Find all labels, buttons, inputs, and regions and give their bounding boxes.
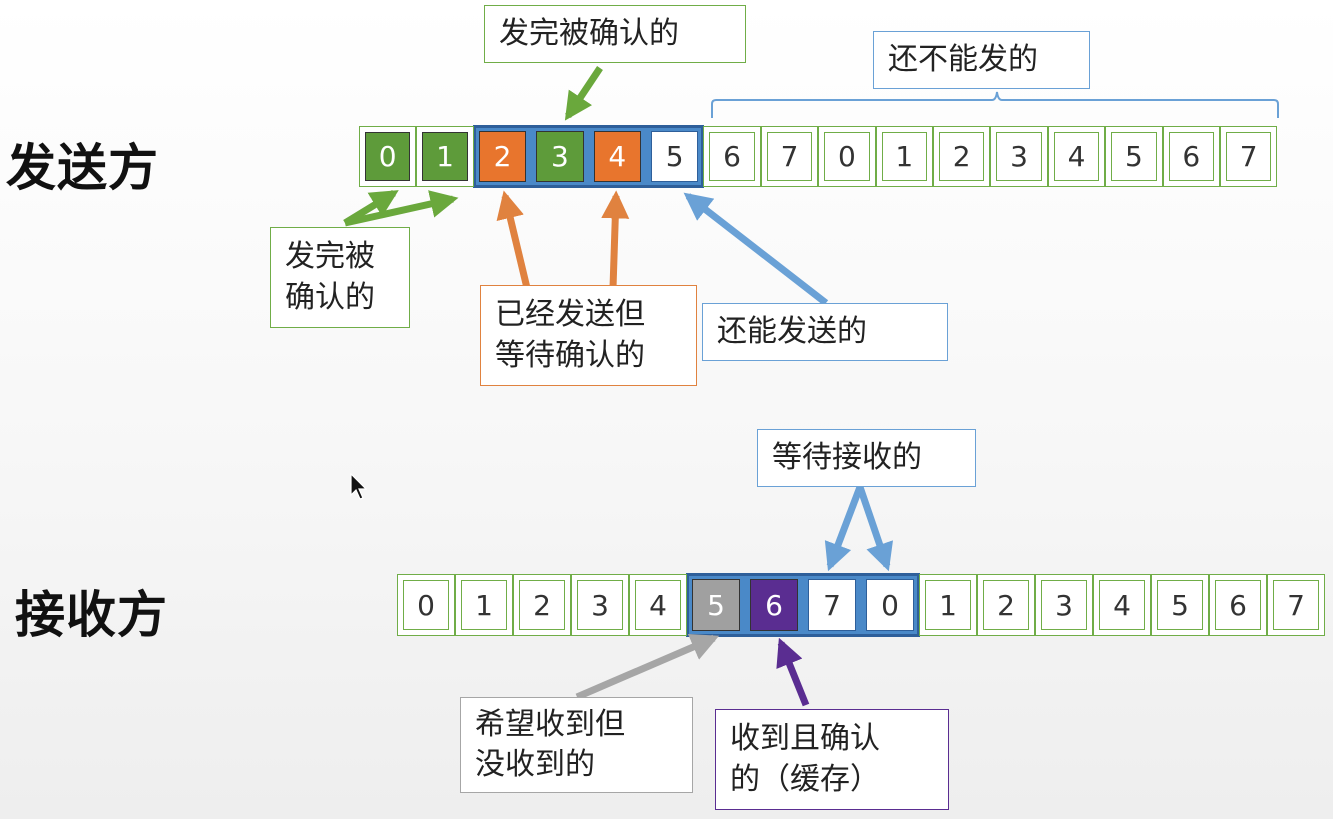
label-acked-left: 发完被 确认的 xyxy=(270,227,410,328)
label-can-send: 还能发送的 xyxy=(702,303,948,361)
receiver-cell-number: 4 xyxy=(1099,580,1145,630)
label-acked-top: 发完被确认的 xyxy=(484,5,746,63)
sender-cell: 0 xyxy=(359,126,417,187)
sender-cell-number: 0 xyxy=(824,132,870,181)
receiver-cell: 5 xyxy=(687,574,745,636)
receiver-cell: 7 xyxy=(803,574,861,636)
receiver-cell: 2 xyxy=(977,574,1035,636)
arrow-waiting-7 xyxy=(824,485,864,572)
receiver-cell-number: 7 xyxy=(1273,580,1319,630)
receiver-cell-number: 1 xyxy=(461,580,507,630)
sender-cell-number: 6 xyxy=(709,132,755,181)
receiver-cell: 6 xyxy=(1209,574,1267,636)
sender-cell-number: 7 xyxy=(1226,132,1272,181)
arrow-received-buffered xyxy=(776,637,810,707)
sender-cell-number: 2 xyxy=(478,131,527,182)
sender-cell: 4 xyxy=(589,126,646,187)
sender-cell-number: 3 xyxy=(996,132,1042,181)
receiver-cell-number: 3 xyxy=(1041,580,1087,630)
receiver-title: 接收方 xyxy=(15,586,168,644)
sender-cell: 3 xyxy=(990,126,1048,187)
sender-cell-number: 5 xyxy=(651,131,699,182)
label-sent-waiting: 已经发送但 等待确认的 xyxy=(480,285,697,386)
sender-cell: 3 xyxy=(531,126,588,187)
sender-cell: 4 xyxy=(1047,126,1106,187)
receiver-cell: 0 xyxy=(861,574,919,636)
receiver-cell: 5 xyxy=(1151,574,1209,636)
mouse-cursor-icon xyxy=(350,473,368,500)
sender-cell: 2 xyxy=(933,126,991,187)
receiver-cell: 4 xyxy=(1093,574,1151,636)
sender-cell: 7 xyxy=(760,126,819,187)
receiver-cell: 6 xyxy=(745,574,803,636)
sender-cell-number: 6 xyxy=(1168,132,1214,181)
receiver-cell: 3 xyxy=(571,574,629,636)
arrow-acked-top xyxy=(564,66,603,121)
sender-cell-number: 2 xyxy=(939,132,985,181)
sender-cell: 1 xyxy=(416,126,474,187)
receiver-cell-number: 0 xyxy=(866,579,914,631)
label-received-buffered: 收到且确认 的（缓存） xyxy=(715,709,949,810)
receiver-cell-number: 6 xyxy=(750,579,798,631)
not-sendable-brace xyxy=(711,91,1279,118)
arrow-sent-waiting-4 xyxy=(601,190,630,289)
receiver-cell-number: 7 xyxy=(808,579,856,631)
sender-cell: 6 xyxy=(703,126,761,187)
arrow-sent-waiting-2 xyxy=(496,190,531,289)
sender-cell: 7 xyxy=(1220,126,1278,187)
receiver-cell: 1 xyxy=(455,574,513,636)
receiver-cell-number: 6 xyxy=(1215,580,1261,630)
receiver-cell-number: 4 xyxy=(635,580,681,630)
sender-cell: 6 xyxy=(1162,126,1220,187)
receiver-cell: 0 xyxy=(397,574,455,636)
receiver-cell: 4 xyxy=(629,574,687,636)
receiver-cell-number: 5 xyxy=(692,579,740,631)
sender-cell: 5 xyxy=(646,126,703,187)
sender-cell: 0 xyxy=(818,126,876,187)
sender-cell-number: 1 xyxy=(422,132,468,181)
sender-cell: 2 xyxy=(474,126,531,187)
receiver-cell-number: 3 xyxy=(577,580,623,630)
receiver-cell-number: 2 xyxy=(983,580,1029,630)
receiver-cell-number: 2 xyxy=(519,580,565,630)
label-expected-missing: 希望收到但 没收到的 xyxy=(460,697,693,793)
sender-cell-number: 7 xyxy=(766,132,813,181)
sender-cell-number: 4 xyxy=(593,131,641,182)
label-waiting: 等待接收的 xyxy=(757,429,976,487)
sender-title: 发送方 xyxy=(6,139,159,197)
receiver-cell-number: 5 xyxy=(1157,580,1203,630)
receiver-cell: 3 xyxy=(1035,574,1093,636)
receiver-cell: 7 xyxy=(1267,574,1325,636)
sender-cell-number: 1 xyxy=(881,132,927,181)
arrow-can-send xyxy=(683,192,829,306)
sender-cell: 1 xyxy=(875,126,933,187)
receiver-cell: 1 xyxy=(919,574,977,636)
receiver-cell-number: 1 xyxy=(925,580,971,630)
arrow-expected-missing xyxy=(575,634,720,701)
receiver-cell: 2 xyxy=(513,574,571,636)
arrow-waiting-0 xyxy=(856,485,894,572)
receiver-cell-number: 0 xyxy=(403,580,449,630)
sender-cell-number: 0 xyxy=(365,132,411,181)
sender-cell-number: 5 xyxy=(1111,132,1157,181)
label-not-sendable: 还不能发的 xyxy=(873,31,1090,89)
sender-cell: 5 xyxy=(1105,126,1163,187)
arrow-acked-left-1 xyxy=(344,190,459,227)
sender-cell-number: 4 xyxy=(1053,132,1100,181)
sender-cell-number: 3 xyxy=(536,131,584,182)
